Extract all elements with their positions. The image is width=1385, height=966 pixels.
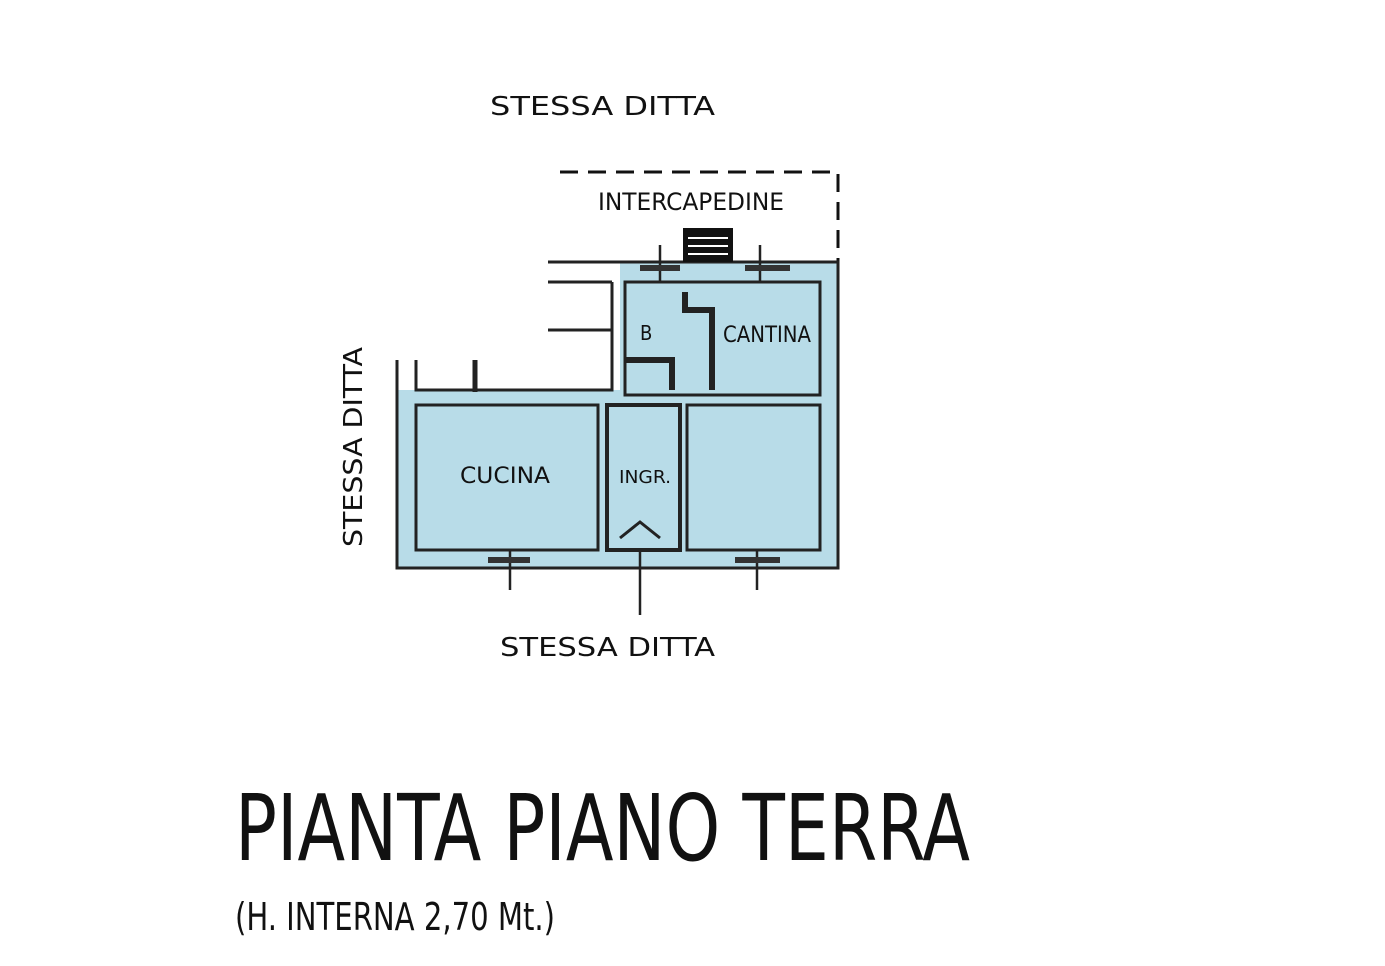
plan-title: PIANTA PIANO TERRA <box>235 775 970 882</box>
bagno-label: B <box>640 321 652 345</box>
cucina-label: CUCINA <box>460 464 551 489</box>
entrance-arrow-icon <box>619 520 661 540</box>
top-neighbor-label: STESSA DITTA <box>490 92 715 122</box>
intercapedine-outline <box>560 170 840 262</box>
intercapedine-label: INTERCAPEDINE <box>598 188 784 216</box>
plan-subtitle: (H. INTERNA 2,70 Mt.) <box>235 895 555 939</box>
upper-area <box>620 262 838 392</box>
cantina-label: CANTINA <box>723 323 811 348</box>
ground-floor-area <box>397 390 838 568</box>
bottom-neighbor-label: STESSA DITTA <box>500 633 715 663</box>
walls <box>395 245 840 615</box>
ingresso-label: INGR. <box>619 467 671 488</box>
left-neighbor-label: STESSA DITTA <box>339 347 369 547</box>
window-marks <box>488 265 790 563</box>
